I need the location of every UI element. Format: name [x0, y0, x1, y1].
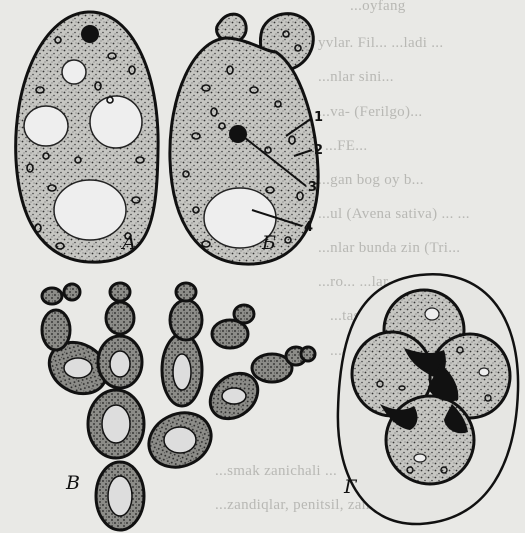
- callout-1: 1: [314, 110, 323, 125]
- ascus-g: [338, 274, 518, 524]
- callout-4: 4: [304, 220, 313, 235]
- callout-3: 3: [308, 180, 317, 195]
- caption-a: А: [122, 232, 136, 254]
- cell-b: [170, 14, 318, 264]
- callout-2: 2: [314, 143, 323, 158]
- vacuole-small: [62, 60, 86, 84]
- caption-b: Б: [262, 232, 276, 254]
- nucleus-a: [81, 25, 99, 43]
- nucleus-b: [229, 125, 247, 143]
- cell-chain-v: [40, 283, 315, 530]
- caption-g: Г: [344, 476, 357, 498]
- caption-v: В: [66, 472, 80, 494]
- cell-a: [16, 12, 158, 262]
